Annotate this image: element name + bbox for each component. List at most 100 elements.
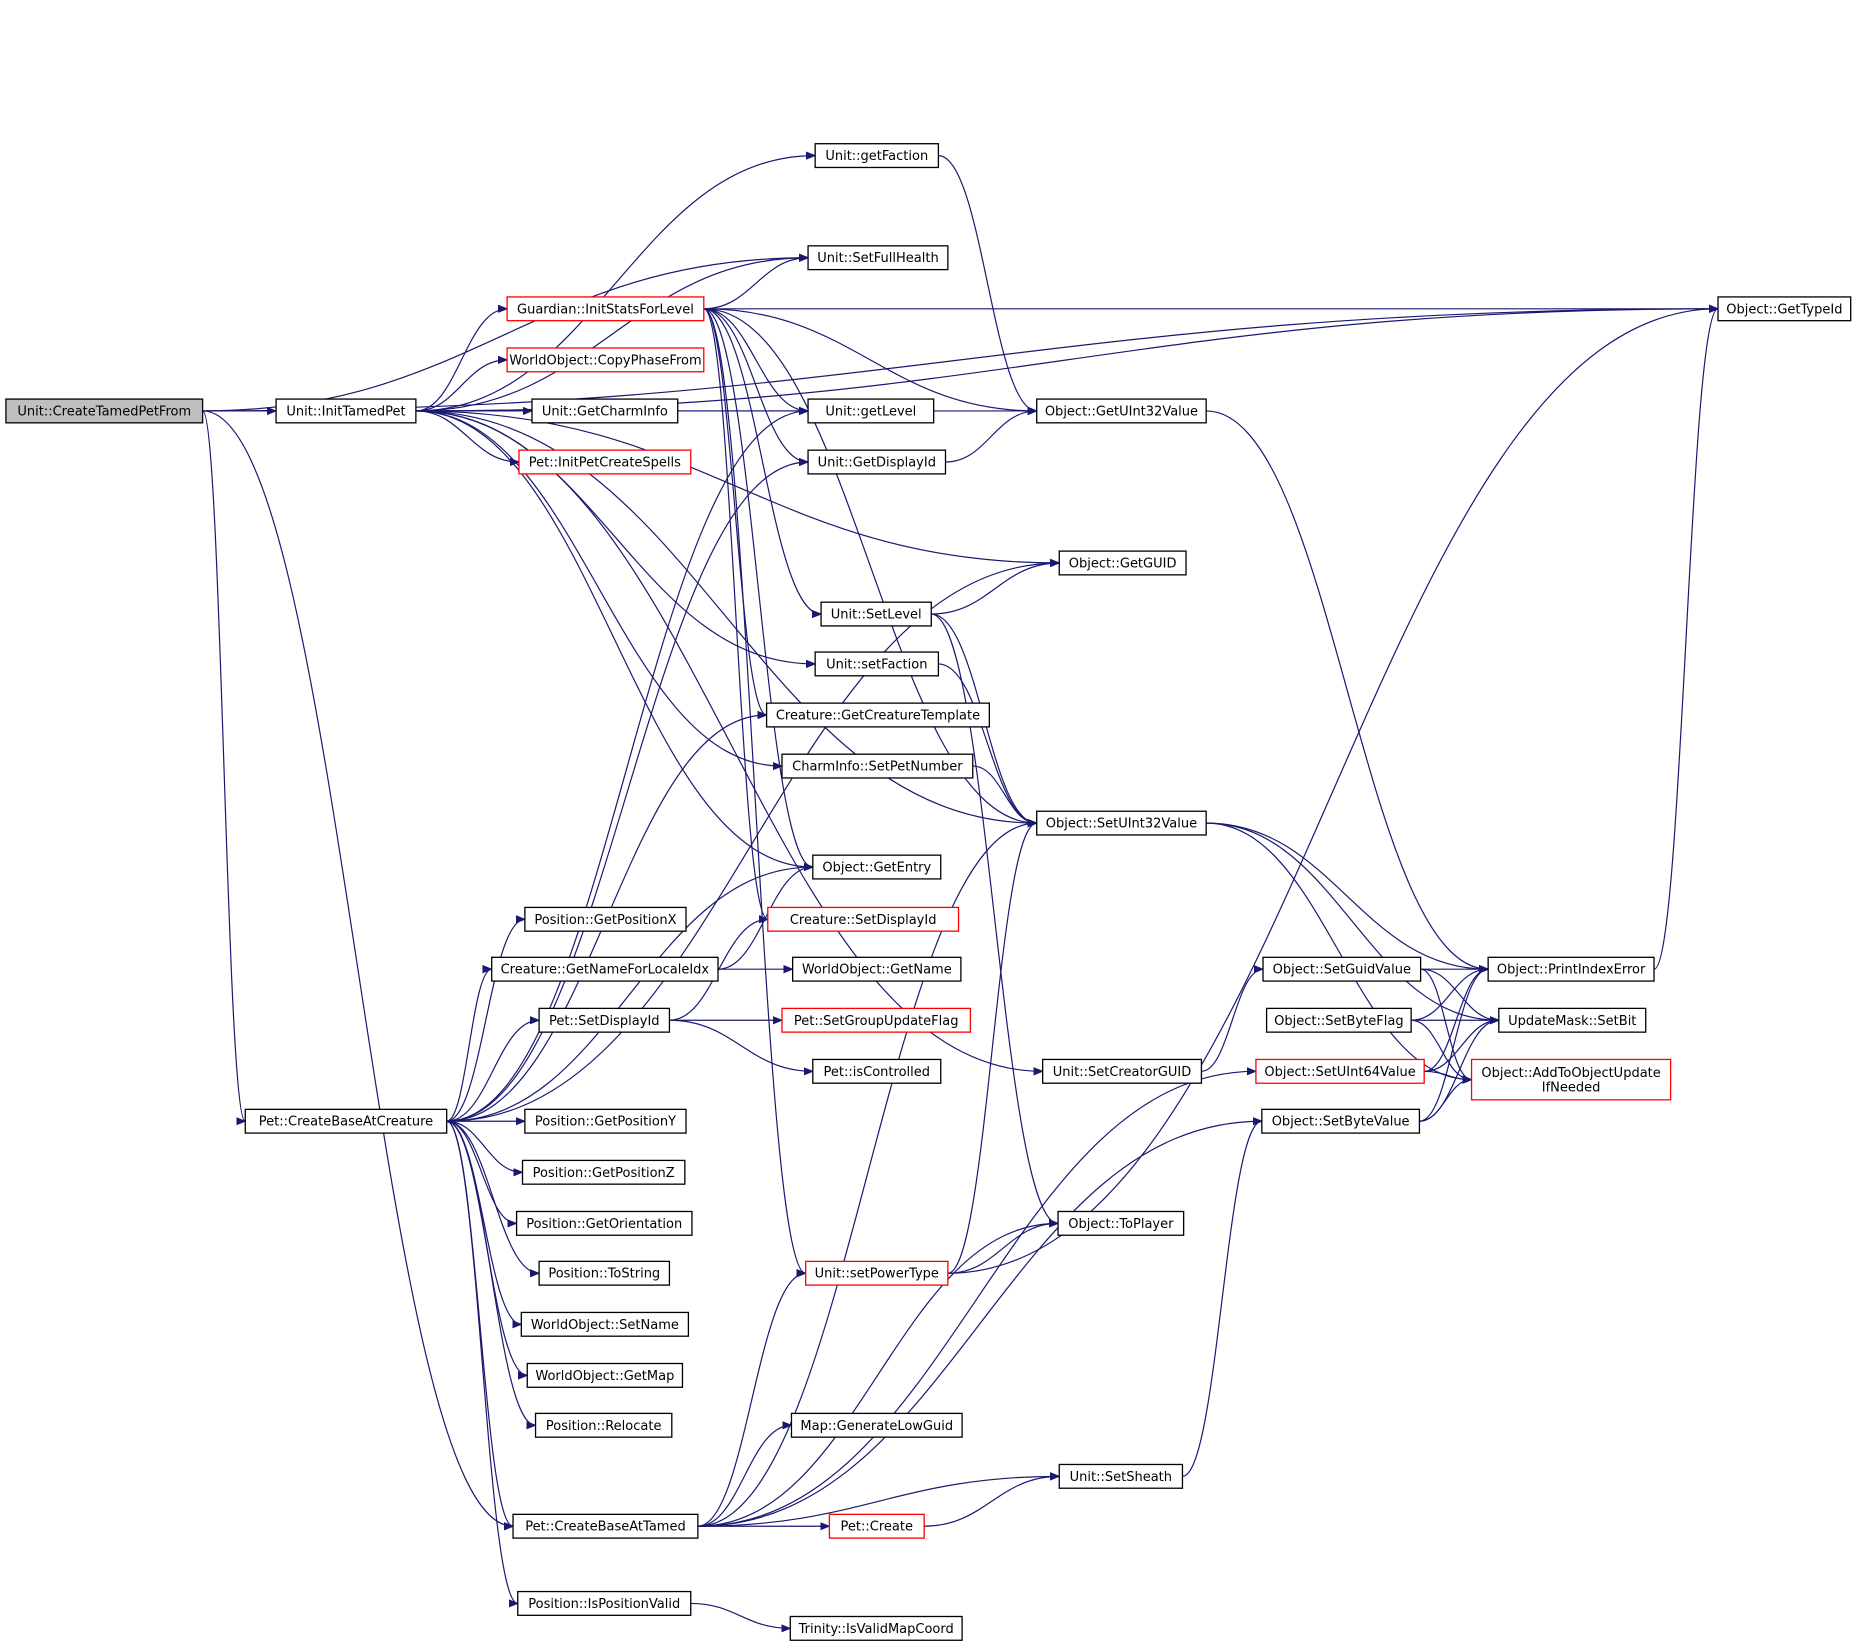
graph-node-pet-setdisplayid[interactable]: Pet::SetDisplayId	[538, 1007, 671, 1033]
node-label: Position::ToString	[548, 1267, 660, 1282]
call-edge	[947, 1223, 1058, 1274]
call-edge	[1420, 968, 1472, 1079]
graph-node-trinity-isvalidmapcoord[interactable]: Trinity::IsValidMapCoord	[789, 1615, 963, 1641]
node-box	[828, 1513, 925, 1539]
node-box	[491, 956, 719, 982]
graph-node-position-getpositiony[interactable]: Position::GetPositionY	[524, 1108, 687, 1134]
graph-node-position-getorientation[interactable]: Position::GetOrientation	[515, 1210, 693, 1236]
graph-node-creature-setdisplayid[interactable]: Creature::SetDisplayId	[767, 906, 960, 932]
node-box	[524, 906, 687, 932]
graph-node-object-printindexerror[interactable]: Object::PrintIndexError	[1487, 956, 1655, 982]
node-box	[520, 1311, 690, 1337]
call-edge	[446, 919, 525, 1122]
graph-node-worldobject-setname[interactable]: WorldObject::SetName	[520, 1311, 690, 1337]
graph-node-object-getentry[interactable]: Object::GetEntry	[812, 854, 942, 880]
graph-node-object-setguidvalue[interactable]: Object::SetGuidValue	[1262, 956, 1422, 982]
node-box	[781, 1007, 972, 1033]
node-box	[275, 398, 417, 424]
graph-node-unit-getcharminfo[interactable]: Unit::GetCharmInfo	[531, 398, 679, 424]
node-label: Object::GetEntry	[822, 861, 931, 876]
graph-node-worldobject-copyphasefrom[interactable]: WorldObject::CopyPhaseFrom	[506, 347, 705, 373]
call-edge	[446, 563, 1060, 1122]
graph-node-map-generatelowguid[interactable]: Map::GenerateLowGuid	[790, 1412, 963, 1438]
node-label: Unit::setPowerType	[815, 1267, 939, 1282]
graph-node-unit-getdisplayid[interactable]: Unit::GetDisplayId	[807, 449, 947, 475]
graph-node-unit-getfaction[interactable]: Unit::getFaction	[814, 143, 940, 169]
graph-node-charminfo-setpetnumber[interactable]: CharmInfo::SetPetNumber	[781, 753, 974, 779]
graph-node-position-getpositionz[interactable]: Position::GetPositionZ	[521, 1159, 686, 1185]
graph-node-creature-getnameforlocaleidx[interactable]: Creature::GetNameForLocaleIdx	[491, 956, 719, 982]
node-label: Pet::CreateBaseAtTamed	[525, 1520, 686, 1535]
node-box	[1042, 1058, 1203, 1084]
graph-node-updatemask-setbit[interactable]: UpdateMask::SetBit	[1498, 1007, 1647, 1033]
node-label: Object::ToPlayer	[1068, 1217, 1174, 1232]
node-label: Unit::CreateTamedPetFrom	[17, 404, 191, 419]
call-edge	[446, 1120, 523, 1172]
graph-node-unit-inittamedpet[interactable]: Unit::InitTamedPet	[275, 398, 417, 424]
call-edge	[1206, 822, 1488, 969]
node-box	[538, 1260, 671, 1286]
graph-node-object-setbytevalue[interactable]: Object::SetByteValue	[1261, 1108, 1421, 1134]
node-label: Trinity::IsValidMapCoord	[798, 1622, 954, 1637]
graph-node-worldobject-getname[interactable]: WorldObject::GetName	[792, 956, 962, 982]
graph-node-object-setuint64value[interactable]: Object::SetUInt64Value	[1255, 1058, 1425, 1084]
node-label: Object::PrintIndexError	[1497, 963, 1646, 978]
node-box	[790, 1412, 963, 1438]
node-box	[1498, 1007, 1647, 1033]
node-label: Pet::SetGroupUpdateFlag	[794, 1014, 959, 1029]
graph-node-position-ispositionvalid[interactable]: Position::IsPositionValid	[517, 1590, 692, 1616]
node-box	[1261, 1108, 1421, 1134]
graph-node-object-setuint32value[interactable]: Object::SetUInt32Value	[1036, 810, 1207, 836]
graph-node-guardian-initstatsforlevel[interactable]: Guardian::InitStatsForLevel	[506, 296, 705, 322]
node-label: Position::GetOrientation	[526, 1217, 682, 1232]
node-box	[534, 1412, 673, 1438]
graph-node-unit-setsheath[interactable]: Unit::SetSheath	[1058, 1463, 1184, 1489]
node-label: Guardian::InitStatsForLevel	[517, 302, 694, 317]
graph-node-unit-setlevel[interactable]: Unit::SetLevel	[820, 601, 932, 627]
call-edge	[446, 462, 808, 1122]
graph-node-pet-createbaseattamed[interactable]: Pet::CreateBaseAtTamed	[512, 1513, 699, 1539]
graph-node-object-gettypeid[interactable]: Object::GetTypeId	[1717, 296, 1852, 322]
call-edge	[1206, 822, 1471, 1080]
call-edge	[202, 309, 1718, 412]
call-edge	[1411, 969, 1488, 1021]
graph-node-worldobject-getmap[interactable]: WorldObject::GetMap	[526, 1362, 684, 1388]
node-label: Unit::SetCreatorGUID	[1053, 1065, 1192, 1080]
graph-node-pet-create[interactable]: Pet::Create	[828, 1513, 925, 1539]
node-box	[1265, 1007, 1412, 1033]
graph-node-position-relocate[interactable]: Position::Relocate	[534, 1412, 673, 1438]
graph-node-object-toplayer[interactable]: Object::ToPlayer	[1057, 1210, 1185, 1236]
call-edge	[703, 258, 808, 310]
call-edge	[703, 308, 808, 411]
call-edge	[697, 1425, 792, 1527]
graph-node-object-getuint32value[interactable]: Object::GetUInt32Value	[1036, 398, 1207, 424]
graph-node-unit-createtamedpetfrom[interactable]: Unit::CreateTamedPetFrom	[5, 398, 204, 424]
call-edge	[415, 410, 782, 766]
call-edge	[446, 867, 813, 1122]
graph-node-pet-createbaseatcreature[interactable]: Pet::CreateBaseAtCreature	[244, 1108, 448, 1134]
graph-node-unit-setfaction[interactable]: Unit::setFaction	[814, 651, 940, 677]
graph-node-pet-setgroupupdateflag[interactable]: Pet::SetGroupUpdateFlag	[781, 1007, 972, 1033]
call-edge	[446, 969, 492, 1122]
graph-node-creature-getcreaturetemplate[interactable]: Creature::GetCreatureTemplate	[765, 702, 990, 728]
graph-node-unit-setpowertype[interactable]: Unit::setPowerType	[805, 1260, 949, 1286]
graph-node-unit-getlevel[interactable]: Unit::getLevel	[807, 398, 935, 424]
graph-node-object-getguid[interactable]: Object::GetGUID	[1058, 550, 1187, 576]
graph-node-unit-setcreatorguid[interactable]: Unit::SetCreatorGUID	[1042, 1058, 1203, 1084]
graph-node-position-getpositionx[interactable]: Position::GetPositionX	[524, 906, 687, 932]
graph-node-unit-setfullhealth[interactable]: Unit::SetFullHealth	[807, 245, 949, 271]
call-edge	[446, 1120, 522, 1324]
node-label: Position::Relocate	[546, 1419, 662, 1434]
call-edge	[415, 360, 507, 412]
call-edge	[446, 411, 808, 1122]
graph-node-pet-initpetcreatespells[interactable]: Pet::InitPetCreateSpells	[518, 449, 692, 475]
graph-node-object-setbyteflag[interactable]: Object::SetByteFlag	[1265, 1007, 1412, 1033]
node-layer: Unit::CreateTamedPetFrom Object::GetTypeI…	[5, 143, 1852, 1641]
graph-node-pet-iscontrolled[interactable]: Pet::isControlled	[812, 1058, 942, 1084]
call-edge	[202, 410, 513, 1526]
call-edge	[931, 613, 1059, 1223]
call-edge	[446, 1120, 536, 1425]
graph-node-position-tostring[interactable]: Position::ToString	[538, 1260, 671, 1286]
call-edge	[415, 410, 815, 664]
